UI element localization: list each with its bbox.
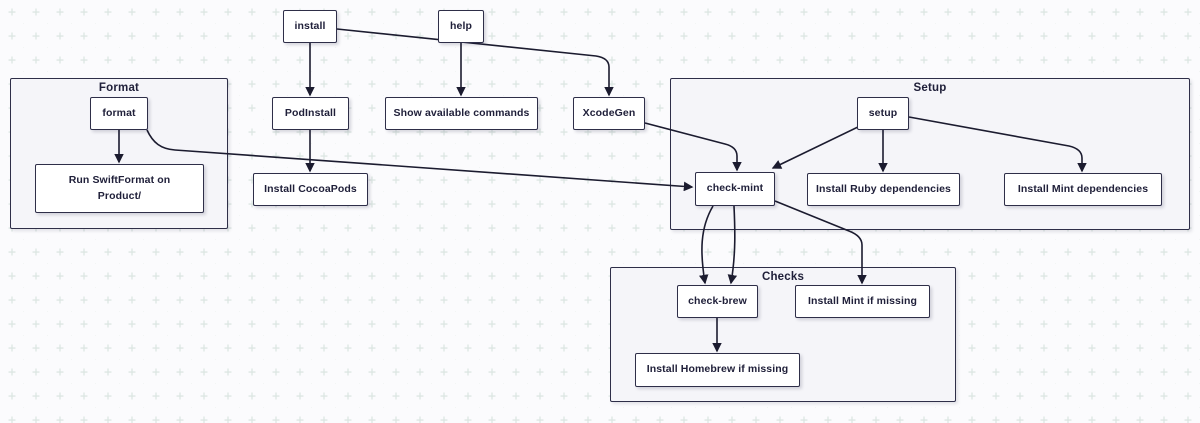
node-check-mint[interactable]: check-mint — [695, 172, 775, 206]
group-title-format: Format — [98, 82, 140, 94]
node-install-homebrew[interactable]: Install Homebrew if missing — [635, 353, 800, 387]
node-xcodegen[interactable]: XcodeGen — [573, 97, 645, 130]
node-install-ruby[interactable]: Install Ruby dependencies — [807, 173, 960, 206]
node-help[interactable]: help — [438, 10, 484, 43]
node-install-mint-deps[interactable]: Install Mint dependencies — [1004, 173, 1162, 206]
group-setup[interactable]: Setup — [670, 78, 1190, 230]
node-format-cmd[interactable]: format — [90, 97, 148, 130]
node-check-brew[interactable]: check-brew — [677, 285, 758, 318]
node-install[interactable]: install — [283, 10, 337, 43]
group-title-setup: Setup — [913, 82, 947, 94]
group-title-checks: Checks — [761, 271, 805, 283]
node-podinstall[interactable]: PodInstall — [272, 97, 349, 130]
node-install-cocoapods[interactable]: Install CocoaPods — [253, 173, 368, 206]
node-show-commands[interactable]: Show available commands — [385, 97, 538, 130]
node-run-swiftformat[interactable]: Run SwiftFormat on Product/ — [35, 164, 204, 213]
node-setup-cmd[interactable]: setup — [857, 97, 909, 130]
node-install-mint-missing[interactable]: Install Mint if missing — [795, 285, 930, 318]
